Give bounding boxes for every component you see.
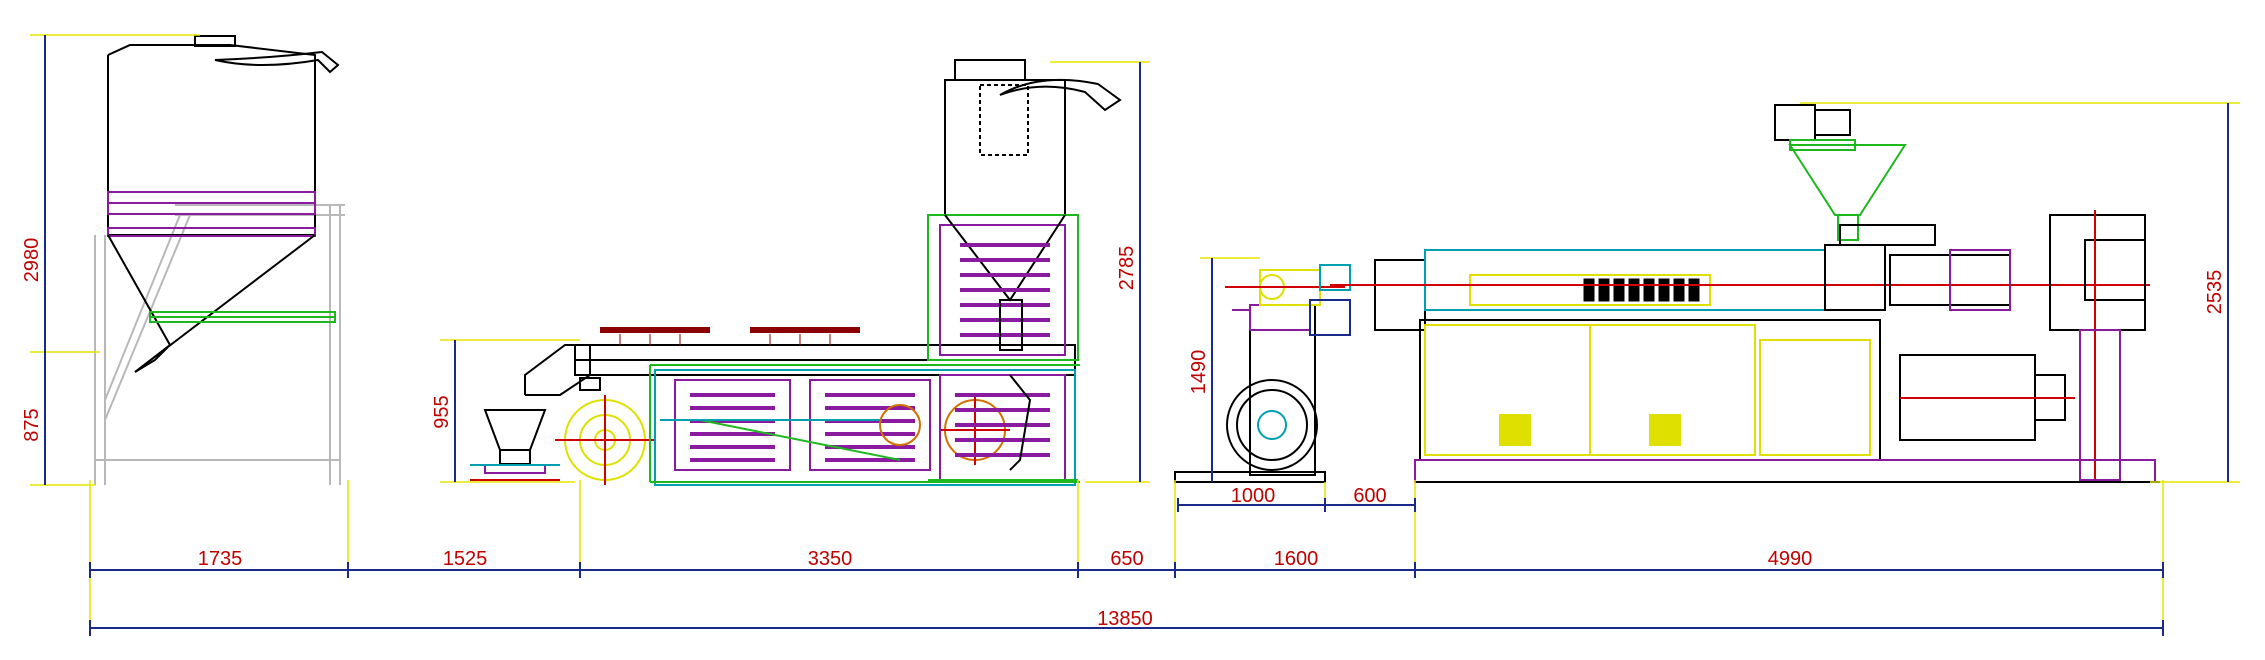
dim-extruder-length: 4990	[1768, 548, 1813, 570]
dim-haul-off-length: 1600	[1274, 548, 1319, 570]
single-screw-extruder	[1330, 104, 2160, 483]
dewatering-dryer	[927, 59, 1122, 481]
dim-washer-length: 3350	[808, 548, 853, 570]
dim-loader-height: 955	[431, 395, 453, 428]
dimension-labels: 1735 1525 3350 650 1600 4990 13850 1000 …	[21, 238, 2226, 630]
haul-off-winder	[1174, 264, 1351, 483]
dim-dryer-gap: 650	[1110, 548, 1143, 570]
dim-silo-leg: 875	[21, 408, 43, 441]
dim-haul-off-height: 1490	[1188, 350, 1210, 395]
dim-sub-1000: 1000	[1231, 485, 1276, 507]
dim-silo-width: 1735	[198, 548, 243, 570]
crusher-conveyor-washer	[470, 327, 1080, 486]
dim-overall-length: 13850	[1097, 608, 1153, 630]
dim-sub-600: 600	[1353, 485, 1386, 507]
dimension-lines	[30, 34, 2240, 636]
dim-dryer-height: 2785	[1116, 246, 1138, 291]
dim-extruder-height: 2535	[2204, 270, 2226, 315]
dim-silo-height: 2980	[21, 238, 43, 283]
storage-silo	[94, 35, 345, 485]
dim-conveyor-gap: 1525	[443, 548, 488, 570]
